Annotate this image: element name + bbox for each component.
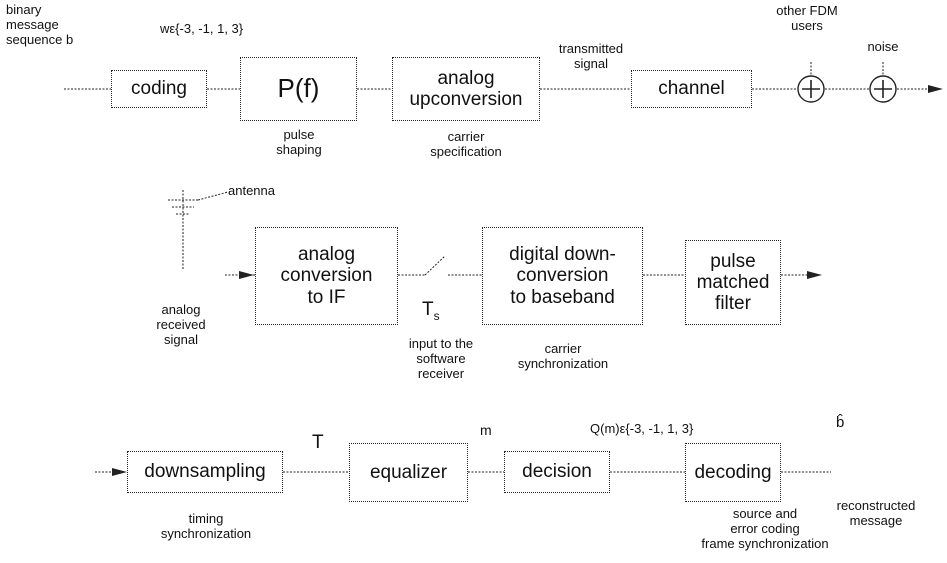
analog-if-block: analog conversion to IF — [255, 227, 398, 325]
arrowhead-row3-input — [112, 468, 127, 476]
equalizer-block: equalizer — [349, 443, 468, 502]
reconstructed-message-label: reconstructed message — [836, 498, 916, 528]
timing-synchronization-caption: timing synchronization — [160, 511, 252, 541]
decoding-block: decoding — [685, 443, 781, 502]
b-hat-label: b̂ — [836, 414, 845, 431]
arrowhead-received — [239, 271, 254, 279]
downsampling-block: downsampling — [127, 451, 283, 493]
downconversion-block: digital down- conversion to baseband — [482, 227, 643, 325]
pulse-shaping-block: P(f) — [240, 57, 357, 121]
sampler-subscript: s — [433, 308, 440, 323]
analog-received-signal-label: analog received signal — [156, 302, 206, 347]
antenna-leader — [197, 191, 229, 201]
transmitted-signal-label: transmitted signal — [558, 41, 624, 71]
t-label: T — [312, 432, 324, 453]
input-label: binary message sequence b — [6, 2, 74, 47]
matched-filter-block: pulse matched filter — [685, 240, 781, 325]
decision-block: decision — [504, 451, 610, 493]
coding-block: coding — [111, 70, 207, 108]
arrowhead-row2-output — [807, 271, 822, 279]
symbols-label: wε{-3, -1, 1, 3} — [160, 21, 244, 36]
sampler-label: Ts — [422, 299, 440, 323]
quantizer-output-label: Q(m)ε{-3, -1, 1, 3} — [590, 421, 694, 436]
decoding-caption: source and error coding frame synchroniz… — [701, 506, 829, 551]
antenna-label: antenna — [228, 183, 275, 198]
upconversion-block: analog upconversion — [392, 57, 540, 121]
pulse-shaping-caption: pulse shaping — [276, 127, 322, 157]
other-fdm-users-label: other FDM users — [776, 3, 838, 33]
carrier-synchronization-caption: carrier synchronization — [517, 341, 609, 371]
sampler-switch — [424, 255, 446, 276]
channel-block: channel — [631, 70, 752, 108]
m-label: m — [480, 422, 492, 438]
software-receiver-label: input to the software receiver — [408, 336, 474, 381]
noise-label: noise — [867, 39, 899, 54]
arrowhead-row1-output — [928, 85, 943, 93]
carrier-specification-caption: carrier specification — [430, 129, 502, 159]
